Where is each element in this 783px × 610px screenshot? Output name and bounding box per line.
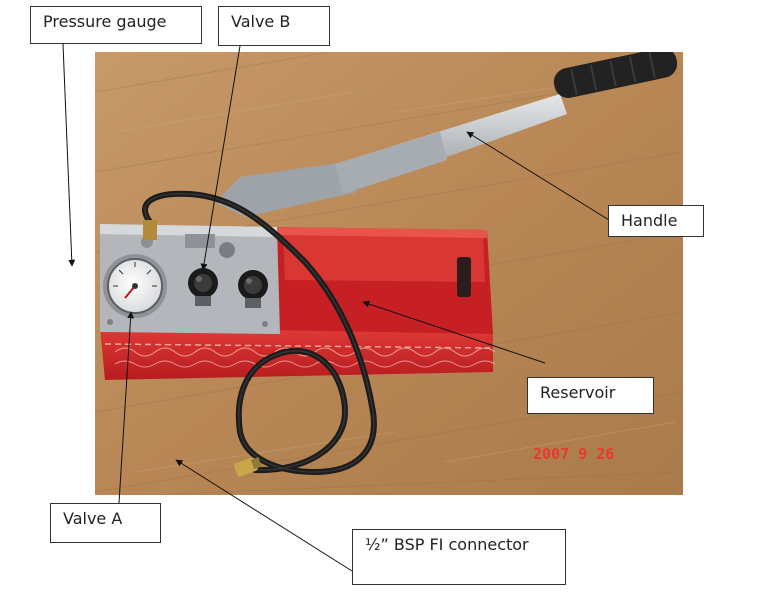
label-handle: Handle xyxy=(608,205,704,237)
label-reservoir: Reservoir xyxy=(527,377,654,414)
pump-handle xyxy=(215,52,678,217)
pump-reservoir xyxy=(275,227,493,334)
pump-photo: 2007 9 26 xyxy=(95,52,683,495)
pressure-gauge xyxy=(103,254,167,318)
valve-a-knob xyxy=(238,270,268,308)
label-reservoir-text: Reservoir xyxy=(540,383,616,402)
gauge-hose-fitting xyxy=(143,220,157,240)
photo-date-stamp: 2007 9 26 xyxy=(533,445,614,463)
label-valve-a: Valve A xyxy=(50,503,161,543)
label-connector: ½” BSP FI connector xyxy=(352,529,566,585)
label-connector-text: ½” BSP FI connector xyxy=(365,535,529,554)
label-handle-text: Handle xyxy=(621,211,678,230)
label-pressure-gauge: Pressure gauge xyxy=(30,6,202,44)
label-valve-a-text: Valve A xyxy=(63,509,123,528)
valve-block-port xyxy=(219,242,235,258)
label-pressure-gauge-text: Pressure gauge xyxy=(43,12,167,31)
leader-pressure-gauge xyxy=(62,43,76,267)
label-valve-b-text: Valve B xyxy=(231,12,291,31)
valve-b-knob xyxy=(188,268,218,306)
label-valve-b: Valve B xyxy=(218,6,330,46)
